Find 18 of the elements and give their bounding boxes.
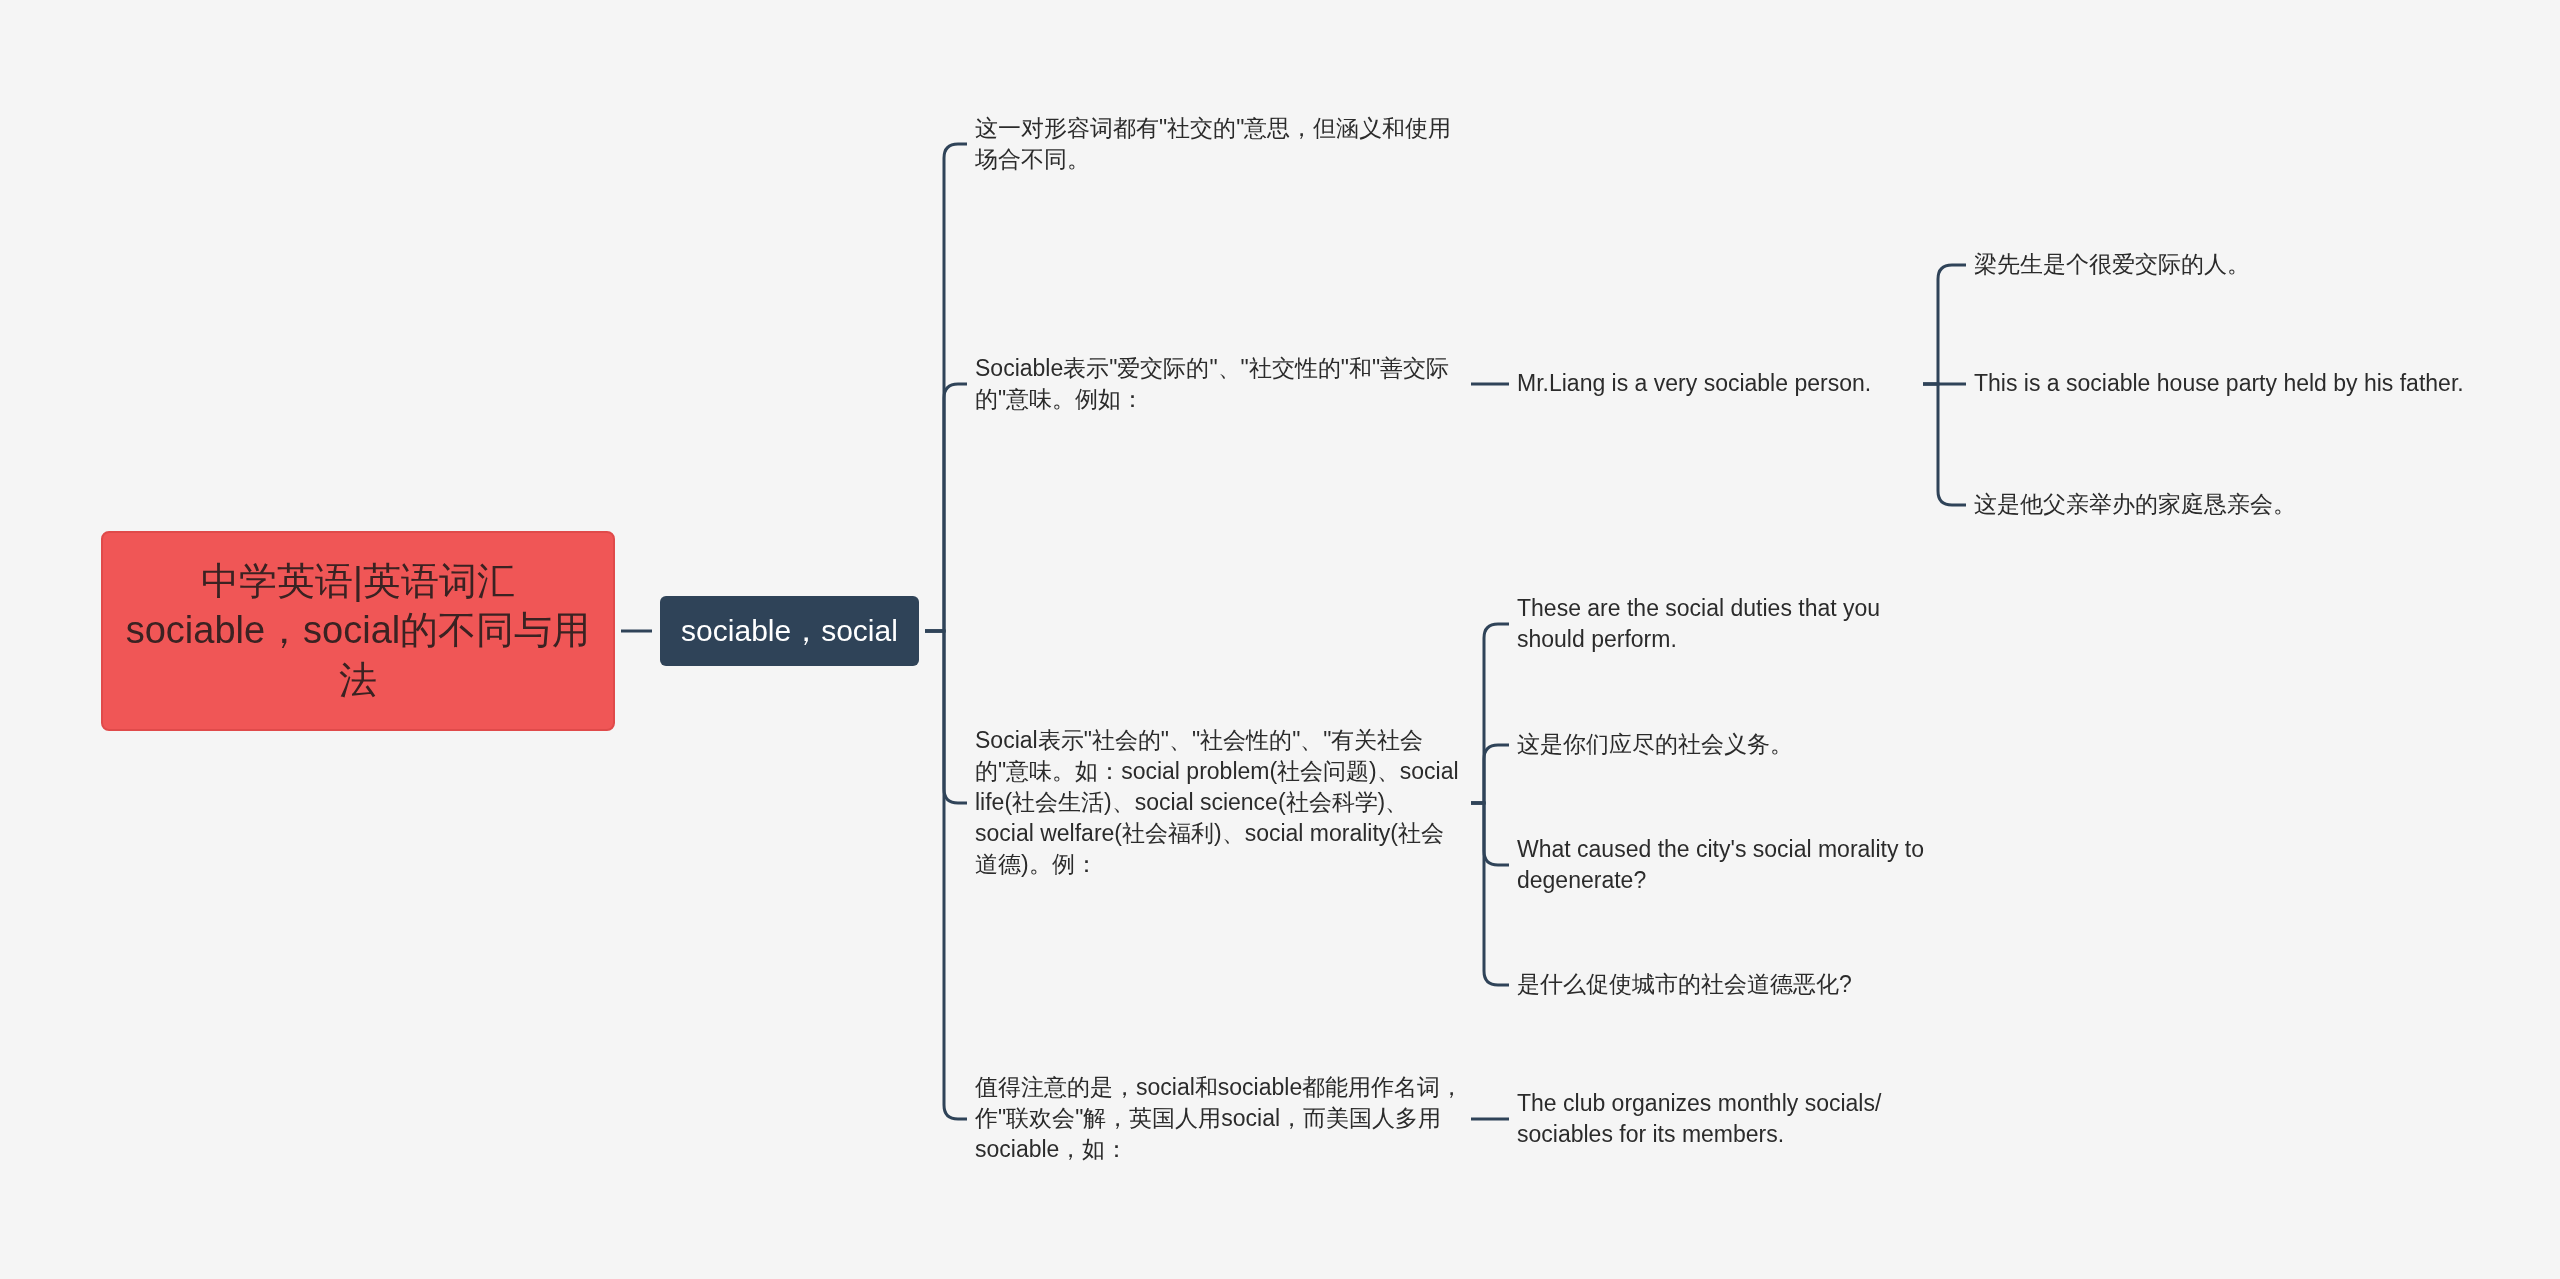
topic-text: 这是你们应尽的社会义务。: [1517, 729, 1937, 761]
topic-text: This is a sociable house party held by his father.: [1974, 368, 2494, 400]
connector-line: [1471, 1117, 1509, 1121]
topic-text: Social表示"社会的"、"社会性的"、"有关社会的"意味。如：social problem(社会问题)、social life(社会生活)、social science(社会科学)、social welfare(社会福利)、social morality(社会道德)。例：: [975, 725, 1465, 881]
connector-line: [621, 629, 652, 633]
topic-text: 这是他父亲举办的家庭恳亲会。: [1974, 489, 2494, 521]
central-topic-box: 中学英语|英语词汇sociable，social的不同与用法: [101, 531, 615, 731]
topic-text: The club organizes monthly socials/ sociables for its members.: [1517, 1087, 1957, 1151]
connector-line: [1471, 382, 1509, 386]
topic-text: 值得注意的是，social和sociable都能用作名词，作"联欢会"解，英国人用social，而美国人多用sociable，如：: [975, 1072, 1465, 1166]
topic-text: What caused the city's social morality to degenerate?: [1517, 833, 1977, 897]
topic-text: 是什么促使城市的社会道德恶化?: [1517, 969, 1977, 1001]
topic-text: 这一对形容词都有"社交的"意思，但涵义和使用场合不同。: [975, 112, 1465, 176]
topic-text: These are the social duties that you should perform.: [1517, 592, 1937, 656]
topic-text: 梁先生是个很爱交际的人。: [1974, 249, 2494, 281]
topic-text: Mr.Liang is a very sociable person.: [1517, 368, 1917, 400]
topic-text: Sociable表示"爱交际的"、"社交性的"和"善交际的"意味。例如：: [975, 352, 1465, 416]
main-topic-box: sociable，social: [660, 596, 919, 666]
